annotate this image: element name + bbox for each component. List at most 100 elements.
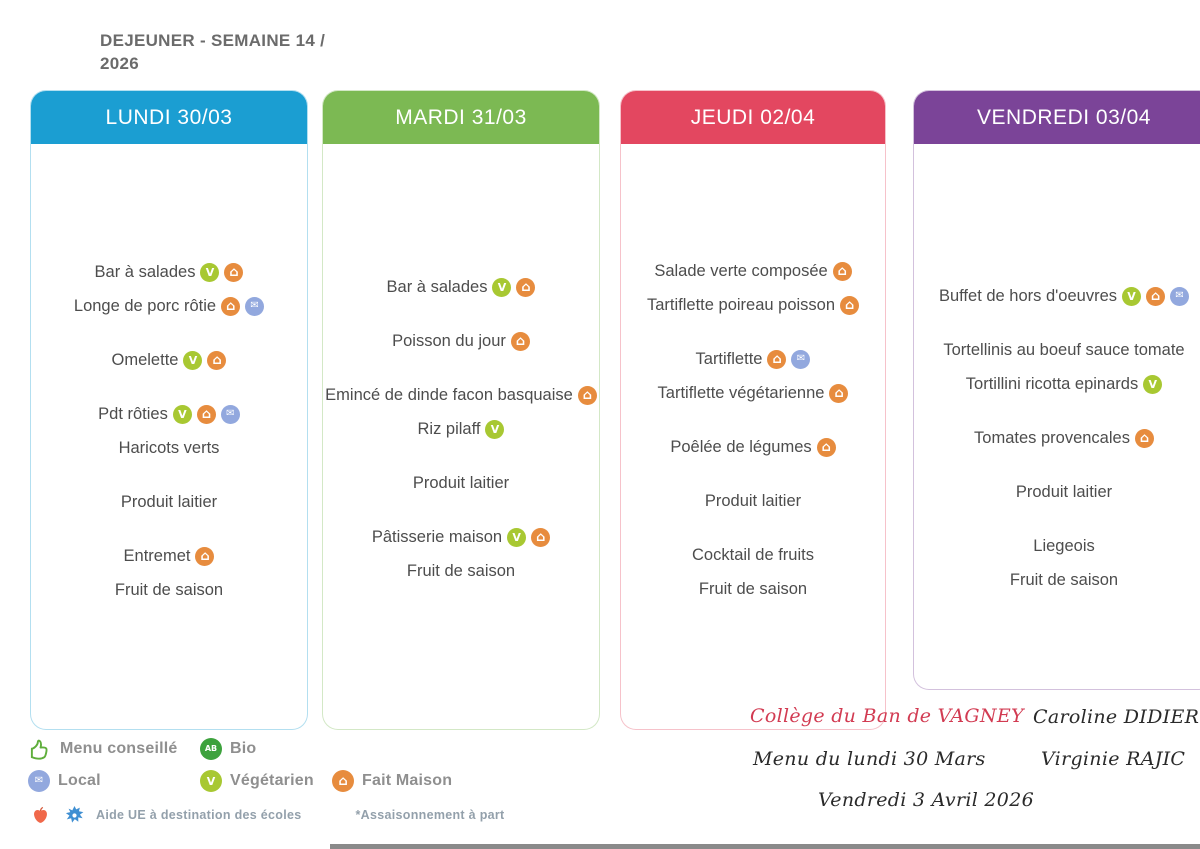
footer-menu-line1: Menu du lundi 30 Mars [753, 748, 986, 770]
day-header-mardi: MARDI 31/03 [323, 91, 599, 144]
menu-item: Tartiflette⌂✉ [621, 342, 885, 376]
fait-maison-icon: ⌂ [767, 349, 787, 369]
day-menu-jeudi: Salade verte composée⌂Tartiflette poirea… [621, 144, 885, 606]
course-group: Produit laitier [31, 485, 307, 519]
vegetarien-icon: V [485, 419, 505, 439]
local-icon: ✉ [1170, 286, 1190, 306]
legend-vegetarien-label: Végétarien [230, 772, 314, 789]
course-group: Produit laitier [323, 466, 599, 500]
thumbs-up-icon [28, 737, 52, 761]
local-icon: ✉ [791, 349, 811, 369]
menu-item-label: Tortellinis au boeuf sauce tomate [943, 340, 1185, 359]
local-icon: ✉ [245, 296, 265, 316]
legend-row-2: ✉ Local V Végétarien ⌂ Fait Maison [28, 770, 505, 792]
course-group: Salade verte composée⌂Tartiflette poirea… [621, 254, 885, 322]
menu-item-label: Fruit de saison [1009, 570, 1119, 589]
menu-item-label: Emincé de dinde facon basquaise [325, 385, 573, 404]
local-icon: ✉ [28, 770, 50, 792]
eu-stars-icon [62, 803, 86, 827]
footer-signature-2: Virginie RAJIC [1041, 748, 1186, 770]
menu-item: Produit laitier [621, 484, 885, 518]
fait-maison-icon: ⌂ [207, 350, 227, 370]
fait-maison-icon: ⌂ [832, 261, 852, 281]
menu-item-label: Bar à salades [94, 262, 196, 281]
menu-item-label: Haricots verts [118, 438, 220, 457]
menu-item-label: Fruit de saison [698, 579, 808, 598]
menu-item-label: Entremet [123, 546, 191, 565]
menu-item: Haricots verts [31, 431, 307, 465]
legend-assaisonnement: *Assaisonnement à part [355, 808, 505, 822]
fait-maison-icon: ⌂ [840, 295, 860, 315]
legend-aide-ue: Aide UE à destination des écoles [96, 808, 302, 822]
footer-menu-line2: Vendredi 3 Avril 2026 [818, 789, 1034, 811]
menu-item-label: Poêlée de légumes [670, 437, 812, 456]
menu-item-label: Riz pilaff [417, 419, 481, 438]
menu-item-label: Tartiflette [695, 349, 763, 368]
course-group: Poisson du jour⌂ [323, 324, 599, 358]
menu-item: Poêlée de légumes⌂ [621, 430, 885, 464]
menu-item-label: Produit laitier [412, 473, 510, 492]
fait-maison-icon: ⌂ [332, 770, 354, 792]
fait-maison-icon: ⌂ [829, 383, 849, 403]
vegetarien-icon: V [1122, 286, 1142, 306]
fait-maison-icon: ⌂ [196, 404, 216, 424]
apple-icon [28, 803, 52, 827]
menu-item-label: Bar à salades [386, 277, 488, 296]
vegetarien-icon: V [492, 277, 512, 297]
menu-item: Fruit de saison [323, 554, 599, 588]
legend-local: ✉ Local [28, 770, 200, 792]
menu-item: Produit laitier [323, 466, 599, 500]
fait-maison-icon: ⌂ [1134, 428, 1154, 448]
fait-maison-icon: ⌂ [510, 331, 530, 351]
legend-fait-maison-label: Fait Maison [362, 772, 453, 789]
course-group: Entremet⌂Fruit de saison [31, 539, 307, 607]
legend-row-1: Menu conseillé AB Bio [28, 737, 505, 761]
page-title: DEJEUNER - SEMAINE 14 / 2026 [100, 31, 326, 73]
menu-item: Tortellinis au boeuf sauce tomate [914, 333, 1200, 367]
menu-item: Emincé de dinde facon basquaise⌂ [323, 378, 599, 412]
menu-item: Salade verte composée⌂ [621, 254, 885, 288]
vegetarien-icon: V [172, 404, 192, 424]
menu-item: Tartiflette végétarienne⌂ [621, 376, 885, 410]
fait-maison-icon: ⌂ [577, 385, 597, 405]
menu-item-label: Omelette [111, 350, 179, 369]
course-group: Produit laitier [914, 475, 1200, 509]
menu-item: Produit laitier [31, 485, 307, 519]
day-header-lundi: LUNDI 30/03 [31, 91, 307, 144]
fait-maison-icon: ⌂ [531, 527, 551, 547]
menu-item: Longe de porc rôtie⌂✉ [31, 289, 307, 323]
vegetarien-icon: V [507, 527, 527, 547]
legend-vegetarien: V Végétarien [200, 770, 332, 792]
legend-row-3: Aide UE à destination des écoles *Assais… [28, 803, 505, 827]
vegetarien-icon: V [200, 770, 222, 792]
menu-item-label: Produit laitier [1015, 482, 1113, 501]
scan-artifact-line [330, 844, 1200, 849]
day-card-jeudi: JEUDI 02/04 Salade verte composée⌂Tartif… [620, 90, 886, 730]
vegetarien-icon: V [183, 350, 203, 370]
course-group: Poêlée de légumes⌂ [621, 430, 885, 464]
legend-menu-conseille-label: Menu conseillé [60, 740, 178, 757]
menu-item: Fruit de saison [621, 572, 885, 606]
day-header-jeudi: JEUDI 02/04 [621, 91, 885, 144]
legend-fait-maison: ⌂ Fait Maison [332, 770, 452, 792]
menu-item-label: Salade verte composée [654, 261, 828, 280]
legend-local-label: Local [58, 772, 101, 789]
menu-item-label: Poisson du jour [392, 331, 506, 350]
bio-icon: AB [200, 738, 222, 760]
vegetarien-icon: V [1143, 374, 1163, 394]
fait-maison-icon: ⌂ [516, 277, 536, 297]
local-icon: ✉ [220, 404, 240, 424]
